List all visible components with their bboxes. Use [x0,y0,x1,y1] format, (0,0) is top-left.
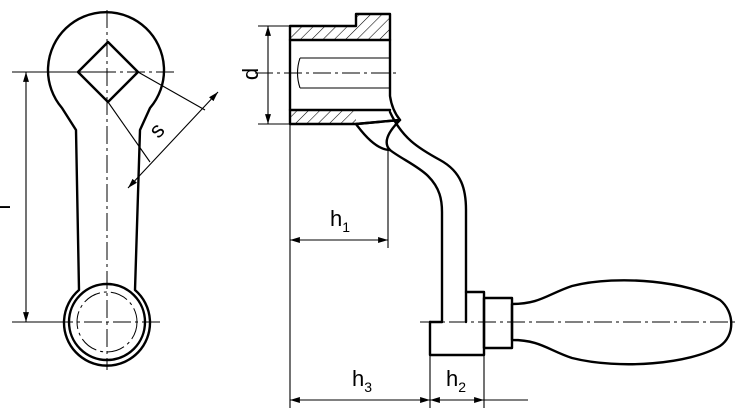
lower-boss [428,290,486,357]
hub-flange-hatch [354,118,402,152]
label-l: l [0,205,15,210]
bent-arm-outline [388,110,468,324]
label-h2: h2 [446,366,466,395]
dimension-line-s [127,91,219,189]
label-s: s [144,118,170,143]
grip-handle [510,279,733,366]
label-h3: h3 [352,366,372,395]
front-view: l s [0,10,219,370]
side-view: d h1 h3 h2 [238,12,737,408]
grip-collar [482,296,514,350]
label-d: d [238,68,263,80]
label-h1: h1 [330,206,350,235]
hub-bore [292,40,388,110]
hub-section-hatch [290,14,390,124]
front-view-outline [46,11,166,367]
